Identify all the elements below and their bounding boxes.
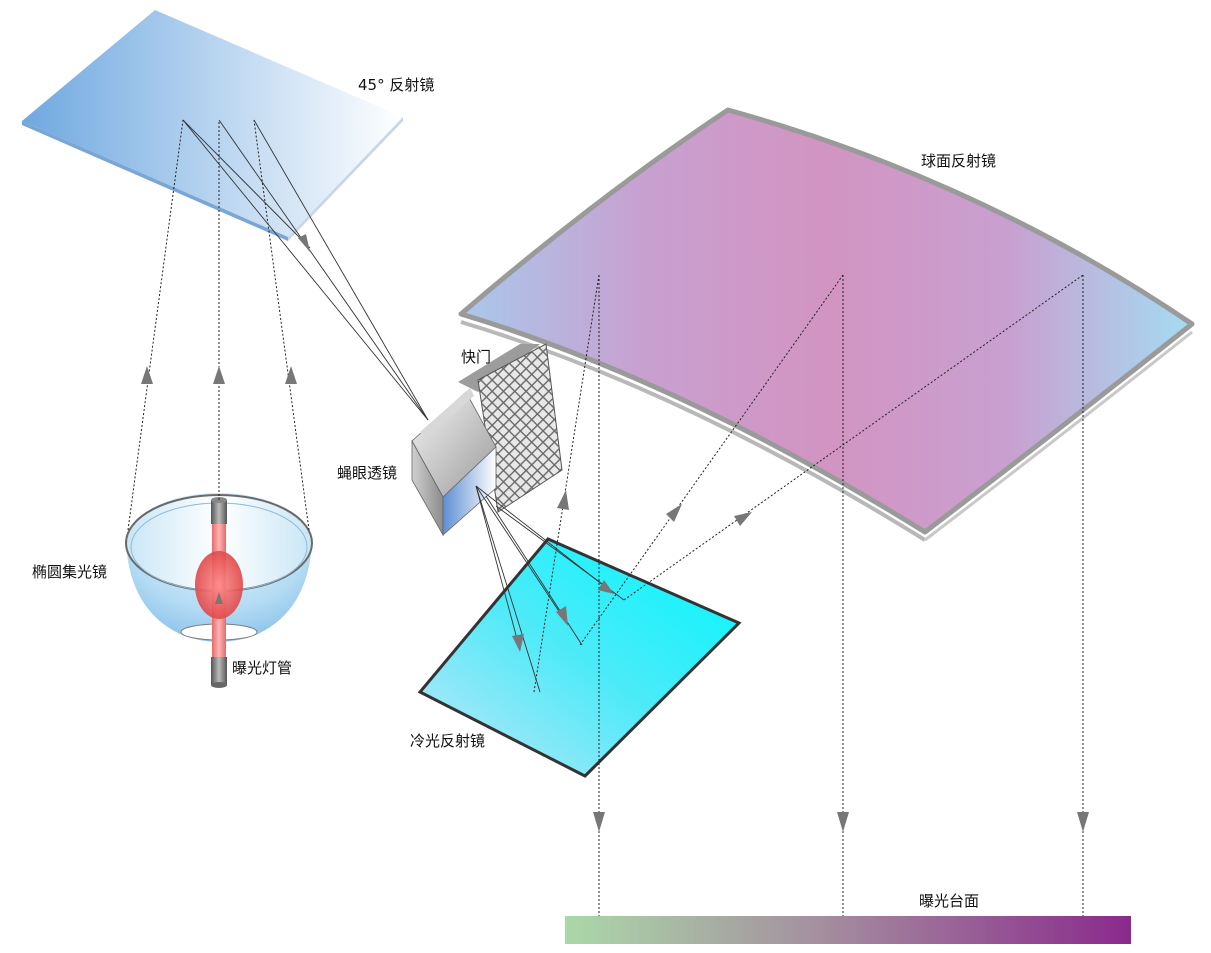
label-mirror-45: 45° 反射镜	[358, 76, 434, 94]
mirror-45	[22, 10, 403, 241]
arrow-up-icon	[557, 490, 569, 510]
label-cold-mirror: 冷光反射镜	[410, 732, 485, 750]
spherical-mirror	[458, 107, 1195, 542]
arrow-down-right-icon	[298, 234, 310, 252]
arrow-up-icon	[285, 366, 297, 384]
arrow-up-icon	[215, 592, 223, 604]
arrow-down-icon	[837, 812, 849, 832]
arrow-up-icon	[213, 366, 225, 384]
arrow-down-right-icon	[556, 606, 568, 626]
arrow-up-icon	[141, 366, 153, 384]
flyeye-lens	[411, 388, 497, 537]
arrow-right-icon	[598, 580, 614, 594]
exposure-table	[565, 916, 1131, 944]
ray-arrows	[141, 234, 1089, 832]
arrow-down-icon	[1077, 812, 1089, 832]
label-ellipsoidal-condenser: 椭圆集光镜	[32, 563, 107, 581]
label-spherical-mirror: 球面反射镜	[921, 152, 996, 170]
label-exposure-table: 曝光台面	[919, 892, 979, 910]
label-flyeye-lens: 蝇眼透镜	[337, 464, 397, 482]
label-shutter: 快门	[461, 348, 491, 366]
arrow-down-icon	[512, 634, 524, 652]
arrow-up-right-icon	[666, 504, 682, 522]
cold-mirror	[417, 537, 742, 778]
arrow-down-icon	[593, 812, 605, 832]
label-exposure-lamp: 曝光灯管	[232, 659, 292, 677]
arrow-right-icon	[734, 512, 752, 526]
